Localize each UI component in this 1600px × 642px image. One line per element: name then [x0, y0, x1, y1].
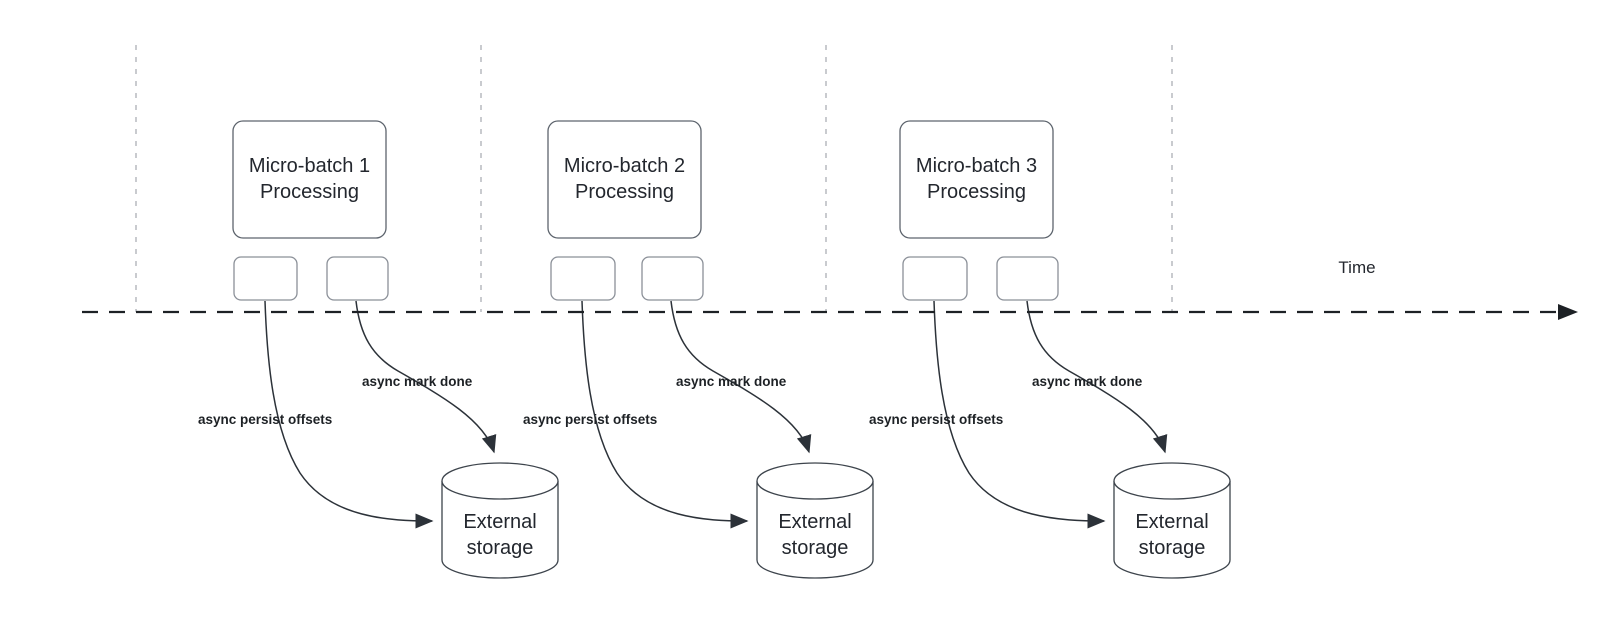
- cylinder-body-3: [1113, 481, 1231, 579]
- external-storage-cylinder-3[interactable]: [1113, 462, 1231, 579]
- label-async-mark-done-2: async mark done: [676, 374, 787, 389]
- micro-batch-2-label-line1: Micro-batch 2: [564, 155, 685, 177]
- micro-batch-3-label-line1: Micro-batch 3: [916, 155, 1037, 177]
- micro-batch-group-3: Micro-batch 3 Processing async persist o…: [869, 120, 1231, 579]
- micro-batch-1-mini-box-left[interactable]: [233, 256, 298, 301]
- curve-mark-done-3: [1026, 300, 1168, 454]
- external-storage-cylinder-2[interactable]: [756, 462, 874, 579]
- micro-batch-2-box[interactable]: [547, 120, 702, 239]
- external-storage-2-label-line2: storage: [782, 537, 849, 559]
- micro-batch-3-box[interactable]: [899, 120, 1054, 239]
- external-storage-3-label-line1: External: [1135, 511, 1208, 533]
- micro-batch-1-box[interactable]: [232, 120, 387, 239]
- micro-batch-group-1: Micro-batch 1 Processing async persist o…: [198, 120, 559, 579]
- micro-batch-group-2: Micro-batch 2 Processing async persist o…: [523, 120, 874, 579]
- label-async-persist-offsets-2: async persist offsets: [523, 412, 657, 427]
- cylinder-body-2: [756, 481, 874, 579]
- external-storage-2-label-line1: External: [778, 511, 851, 533]
- cylinder-top-2: [756, 462, 874, 500]
- micro-batch-3-label-line2: Processing: [927, 181, 1026, 203]
- tick-line-group: [135, 45, 1173, 312]
- label-async-mark-done-3: async mark done: [1032, 374, 1143, 389]
- curve-persist-offsets-1: [264, 300, 434, 529]
- micro-batch-1-label-line2: Processing: [260, 181, 359, 203]
- cylinder-body-1: [441, 481, 559, 579]
- external-storage-cylinder-1[interactable]: [441, 462, 559, 579]
- curve-mark-done-1: [355, 300, 497, 454]
- timeline-arrowhead-icon: [1558, 304, 1578, 320]
- time-axis: Time: [82, 258, 1578, 320]
- curve-persist-offsets-2: [581, 300, 749, 529]
- curve-mark-done-2: [670, 300, 812, 454]
- external-storage-1-label-line1: External: [463, 511, 536, 533]
- label-async-persist-offsets-1: async persist offsets: [198, 412, 332, 427]
- micro-batch-3-mini-box-left[interactable]: [902, 256, 968, 301]
- micro-batch-1-mini-box-right[interactable]: [326, 256, 389, 301]
- external-storage-1-label-line2: storage: [467, 537, 534, 559]
- micro-batch-2-label-line2: Processing: [575, 181, 674, 203]
- micro-batch-2-mini-box-right[interactable]: [641, 256, 704, 301]
- label-async-mark-done-1: async mark done: [362, 374, 473, 389]
- cylinder-top-1: [441, 462, 559, 500]
- label-async-persist-offsets-3: async persist offsets: [869, 412, 1003, 427]
- curve-persist-offsets-3: [933, 300, 1106, 529]
- cylinder-top-3: [1113, 462, 1231, 500]
- external-storage-3-label-line2: storage: [1139, 537, 1206, 559]
- micro-batch-1-label-line1: Micro-batch 1: [249, 155, 370, 177]
- micro-batch-3-mini-box-right[interactable]: [996, 256, 1059, 301]
- micro-batch-2-mini-box-left[interactable]: [550, 256, 616, 301]
- time-axis-label: Time: [1338, 258, 1375, 277]
